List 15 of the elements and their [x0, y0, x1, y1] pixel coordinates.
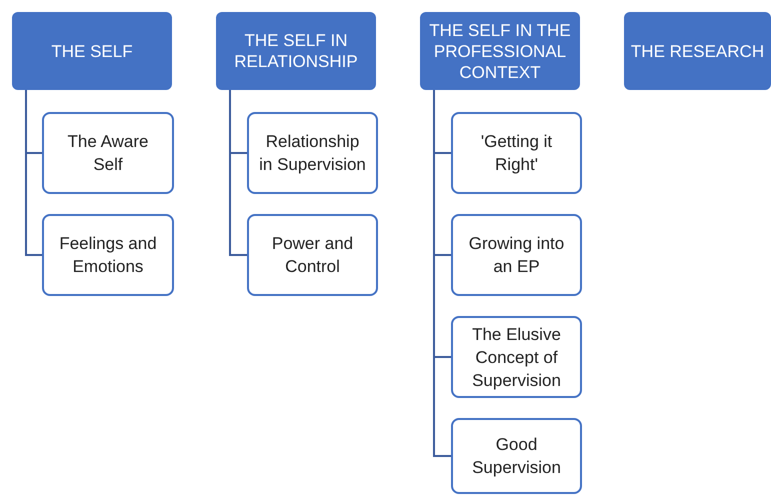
- subtheme-box: Feelings and Emotions: [42, 214, 174, 296]
- theme-box: THE RESEARCH: [624, 12, 771, 90]
- subtheme-box: Good Supervision: [451, 418, 582, 494]
- connector-line: [25, 90, 42, 256]
- subtheme-box: The Elusive Concept of Supervision: [451, 316, 582, 398]
- connector-line: [433, 90, 451, 457]
- subtheme-box: 'Getting it Right': [451, 112, 582, 194]
- theme-box: THE SELF IN RELATIONSHIP: [216, 12, 376, 90]
- connector-line: [229, 90, 247, 256]
- subtheme-box: The Aware Self: [42, 112, 174, 194]
- subtheme-box: Growing into an EP: [451, 214, 582, 296]
- subtheme-box: Power and Control: [247, 214, 378, 296]
- theme-box: THE SELF: [12, 12, 172, 90]
- theme-box: THE SELF IN THE PROFESSIONAL CONTEXT: [420, 12, 580, 90]
- subtheme-box: Relationship in Supervision: [247, 112, 378, 194]
